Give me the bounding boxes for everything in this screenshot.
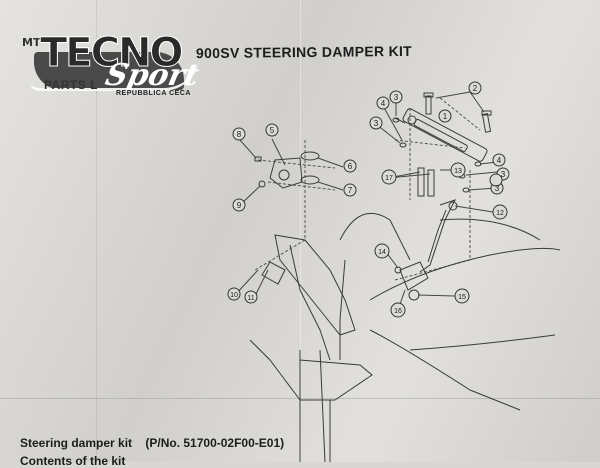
left-bracket — [254, 151, 320, 189]
callout-4: 4 — [497, 156, 502, 165]
callout-5: 5 — [270, 126, 275, 135]
frame-and-fork-outline — [249, 212, 561, 462]
callout-10: 10 — [230, 292, 238, 299]
logo-wordmark: TECNO — [39, 30, 183, 77]
callout-3: 3 — [501, 170, 506, 179]
paper-fold-line — [300, 0, 301, 462]
part-number: (P/No. 51700-02F00-E01) — [145, 436, 285, 450]
callout-2: 2 — [473, 84, 478, 93]
kit-description: Steering damper kit (P/No. 51700-02F00-E… — [20, 436, 284, 450]
kit-label: Steering damper kit — [20, 436, 133, 450]
logo-tagline: REPUBBLICA CECA — [116, 90, 191, 97]
callout-14: 14 — [378, 249, 386, 256]
paper-fold-line — [96, 0, 97, 462]
callout-8: 8 — [237, 130, 242, 139]
assembly-guide-lines — [254, 97, 481, 281]
logo-prefix: MT — [22, 36, 41, 49]
callout-3: 3 — [495, 184, 500, 193]
callout-12: 12 — [496, 210, 504, 217]
callout-circles — [227, 81, 510, 318]
callout-13: 13 — [454, 168, 462, 175]
logo-swoosh — [30, 54, 200, 91]
steering-damper-body — [394, 108, 488, 162]
parts-heading: PARTS L — [44, 78, 98, 92]
upper-bolts — [423, 92, 492, 133]
callout-1: 1 — [443, 112, 448, 121]
kit-contents-heading: Contents of the kit — [20, 454, 126, 468]
callout-numbers: 1 2 3 4 3 3 3 4 5 6 7 8 9 10 11 12 13 14… — [230, 84, 506, 315]
callout-16: 16 — [394, 308, 402, 315]
callout-17: 17 — [385, 175, 393, 182]
lower-clamp — [394, 261, 429, 301]
callout-3: 3 — [394, 93, 399, 102]
callout-15: 15 — [458, 294, 466, 301]
callout-7: 7 — [348, 186, 353, 195]
callout-4: 4 — [381, 99, 386, 108]
damper-stay-bracket — [417, 167, 458, 273]
callout-6: 6 — [348, 162, 353, 171]
callout-9: 9 — [237, 201, 242, 210]
callout-3: 3 — [374, 119, 379, 128]
tecnosport-logo: MT TECNO Sport REPUBBLICA CECA — [20, 30, 202, 100]
callout-11: 11 — [247, 295, 254, 302]
